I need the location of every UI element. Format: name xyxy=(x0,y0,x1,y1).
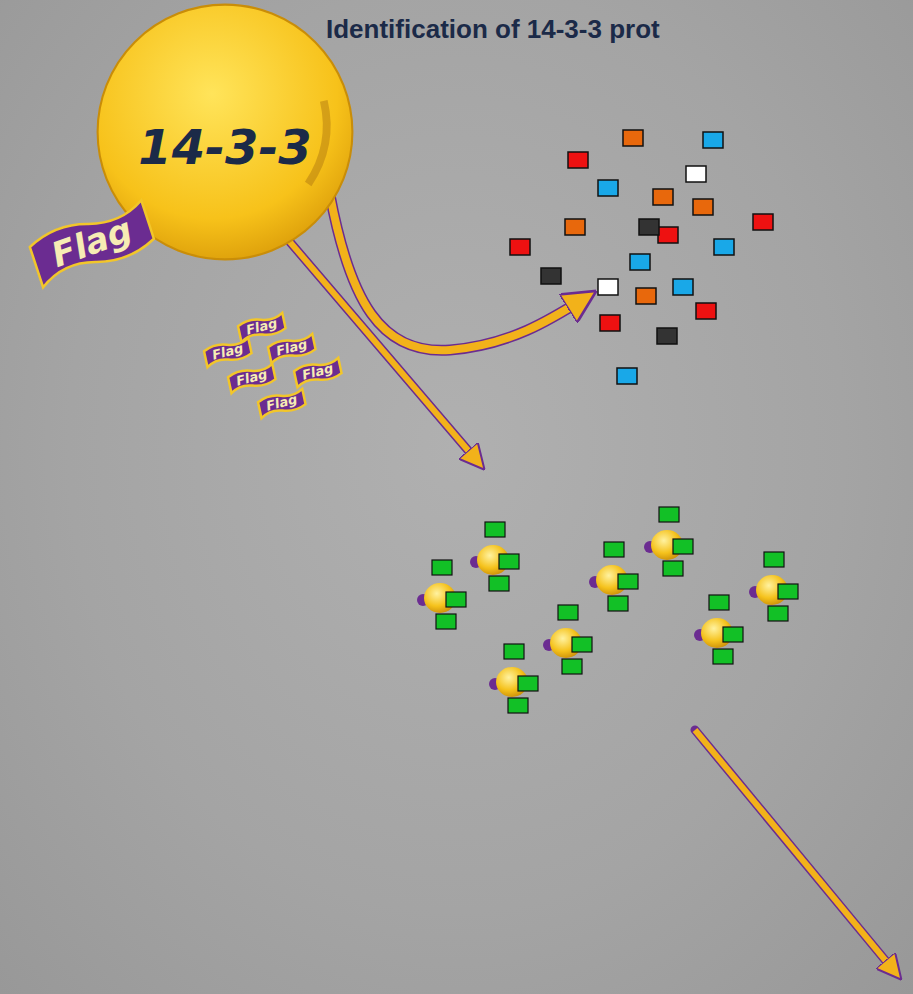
flag-tag-small: Flag xyxy=(265,331,319,365)
slide-title: Identification of 14-3-3 prot xyxy=(326,14,660,45)
protein-mixture xyxy=(510,130,773,384)
flag-tag-small: Flag xyxy=(291,355,345,389)
flag-tag-small: Flag xyxy=(255,386,309,420)
protein-complexes xyxy=(417,507,798,713)
protein-name: 14-3-3 xyxy=(138,91,311,174)
arrow xyxy=(695,730,895,972)
tag-label: Flag xyxy=(47,211,137,274)
flag-tag-small: Flag xyxy=(225,361,279,395)
arrow-outline xyxy=(695,730,895,972)
flag-tag-small: Flag xyxy=(201,335,255,369)
flag-tag-small: Flag xyxy=(235,310,289,344)
flag-tag: Flag xyxy=(21,194,163,293)
